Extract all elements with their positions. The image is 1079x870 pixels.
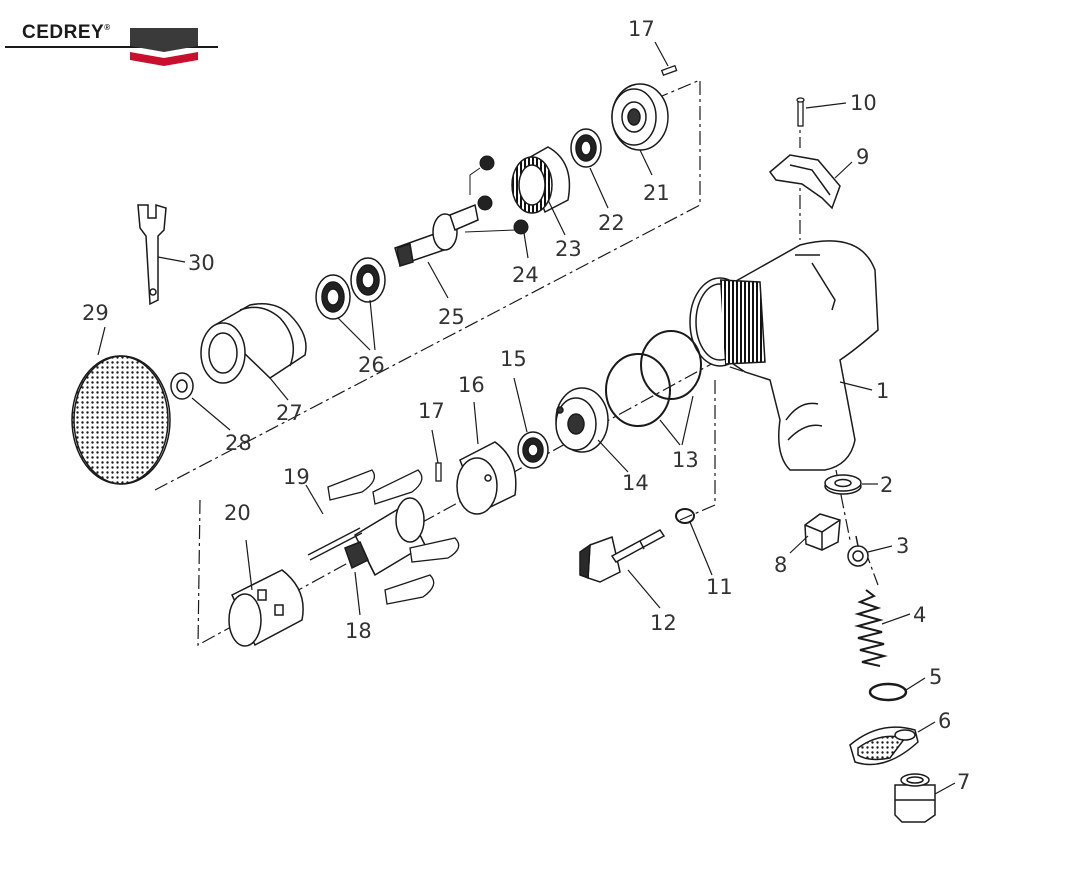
part-23-ring-gear: [511, 146, 571, 214]
part-8-block: [804, 513, 841, 551]
callout-17b: 17: [418, 399, 445, 423]
part-27-front-cover: [200, 303, 307, 384]
part-16-cylinder: [456, 441, 517, 515]
part-1-housing: [689, 240, 879, 471]
callout-5: 5: [929, 665, 942, 689]
part-7-inlet: [894, 773, 936, 823]
callout-29: 29: [82, 301, 109, 325]
callout-11: 11: [706, 575, 733, 599]
callout-2: 2: [880, 473, 893, 497]
brand-logo-text: CEDREY®: [22, 22, 111, 44]
part-17b-pin: [435, 462, 442, 482]
part-12-throttle: [579, 529, 666, 583]
callout-6: 6: [938, 709, 951, 733]
callout-16: 16: [458, 373, 485, 397]
callout-4: 4: [913, 603, 926, 627]
callout-26: 26: [358, 353, 385, 377]
part-2-washer: [824, 474, 862, 495]
part-28-washer: [170, 372, 194, 400]
part-4-spring: [854, 589, 888, 667]
callout-24: 24: [512, 263, 539, 287]
callout-19: 19: [283, 465, 310, 489]
part-19-vanes: [307, 469, 460, 605]
callout-25: 25: [438, 305, 465, 329]
part-14-rear-plate: [555, 387, 609, 453]
callout-21: 21: [643, 181, 670, 205]
callout-8: 8: [774, 553, 787, 577]
part-30-wrench: [137, 203, 167, 306]
callout-1: 1: [876, 379, 889, 403]
part-5-o-ring: [868, 682, 908, 702]
leader-lines: [97, 41, 956, 795]
callout-28: 28: [225, 431, 252, 455]
part-21-end-cap: [611, 83, 669, 151]
callout-20: 20: [224, 501, 251, 525]
part-10-pin: [796, 97, 805, 127]
callout-9: 9: [856, 145, 869, 169]
callout-labels: 1 2 3 4 5 6 7 8 9 10 11 12 13 14 15 16 1…: [82, 17, 970, 794]
callout-10: 10: [850, 91, 877, 115]
brand-name: CEDREY: [22, 22, 105, 43]
part-15-bearing: [517, 431, 549, 469]
callout-30: 30: [188, 251, 215, 275]
part-24-planet-gears: [464, 155, 529, 235]
part-11-o-ring: [675, 508, 695, 524]
part-18-rotor: [344, 497, 426, 577]
part-13-o-rings: [605, 330, 702, 427]
callout-7: 7: [957, 770, 970, 794]
part-20-housing: [228, 569, 304, 647]
part-9-lever: [768, 154, 841, 210]
callout-27: 27: [276, 401, 303, 425]
part-6-filter: [849, 726, 919, 766]
part-25-spindle: [394, 203, 479, 267]
part-22-bearing: [570, 128, 602, 168]
callout-14: 14: [622, 471, 649, 495]
callout-3: 3: [896, 534, 909, 558]
callout-15: 15: [500, 347, 527, 371]
brand-logo-mark: [5, 28, 218, 66]
callout-22: 22: [598, 211, 625, 235]
callout-23: 23: [555, 237, 582, 261]
callout-17a: 17: [628, 17, 655, 41]
callout-12: 12: [650, 611, 677, 635]
part-29-sanding-pad: [71, 355, 171, 485]
callout-18: 18: [345, 619, 372, 643]
part-17a-pin: [660, 64, 678, 77]
callout-13: 13: [672, 448, 699, 472]
part-26-bearings: [315, 257, 386, 320]
registered-mark: ®: [104, 23, 111, 32]
part-3-valve: [847, 535, 869, 567]
